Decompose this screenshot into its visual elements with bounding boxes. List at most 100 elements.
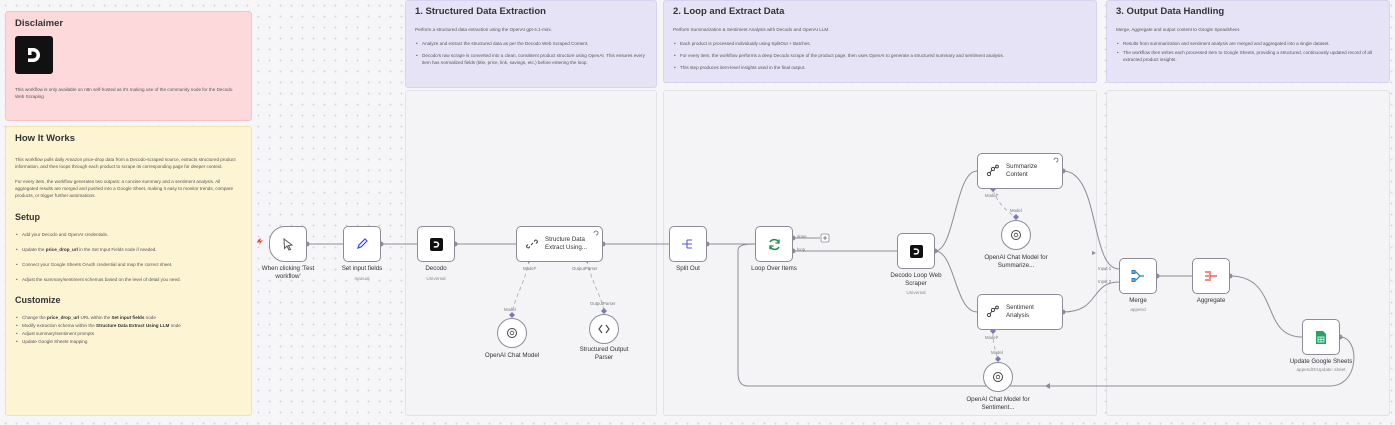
decodo-label: Decodo <box>425 265 447 272</box>
openai-main-label: OpenAI Chat Model <box>484 352 540 359</box>
refresh-icon <box>1053 157 1059 163</box>
section3-note[interactable]: 3. Output Data Handling Merge, Aggregate… <box>1106 0 1390 83</box>
section3-area <box>1106 90 1390 416</box>
wire-decodo-summarize <box>934 170 978 252</box>
sheets-node[interactable] <box>1302 319 1340 355</box>
openai-sentiment-node[interactable] <box>983 362 1013 392</box>
disclaimer-body: This workflow is only available on n8n s… <box>15 87 233 100</box>
split-icon <box>682 239 692 249</box>
decodo-loop-label: Decodo Loop Web Scraper <box>890 272 942 287</box>
input1-port-label: Input 1 <box>1098 266 1112 271</box>
openai-summarize-port-label: Model <box>1010 208 1022 213</box>
code-brackets-icon <box>598 324 610 334</box>
output-parser-node[interactable] <box>589 314 619 344</box>
merge-node[interactable] <box>1119 258 1157 294</box>
list-item: Adjust the summary/sentiment schemas bas… <box>15 276 242 283</box>
aggregate-label: Aggregate <box>1196 297 1226 304</box>
section1-intro: Perform a structured data extraction usi… <box>415 27 552 32</box>
list-item: Adjust summary/sentiment prompts <box>15 330 242 337</box>
loop-label: Loop Over Items <box>751 265 797 272</box>
summarize-label: Summarize Content <box>1006 163 1038 178</box>
wire-arrow <box>1045 383 1050 389</box>
port-diamond <box>1013 214 1019 220</box>
decodo-icon <box>909 244 923 258</box>
section3-intro: Merge, Aggregate and output content to G… <box>1116 27 1241 32</box>
section2-title: 2. Loop and Extract Data <box>673 6 785 17</box>
decodo-node[interactable] <box>417 226 455 262</box>
wire-summarize-merge <box>1062 170 1120 270</box>
output-parser-label: Structured Output Parser <box>579 346 629 361</box>
section1-note[interactable]: 1. Structured Data Extraction Perform a … <box>405 0 657 88</box>
wire-decodo-sentiment <box>934 250 978 313</box>
list-item: Update the price_drop_url in the Set Inp… <box>15 246 242 253</box>
list-item: Modify extraction schema within the Stru… <box>15 322 242 329</box>
summarize-node[interactable]: Summarize Content <box>977 153 1063 189</box>
refresh-icon <box>593 230 599 236</box>
split-out-node[interactable] <box>669 226 707 262</box>
list-item: Change the price_drop_url URL within the… <box>15 314 242 321</box>
sheets-label: Update Google Sheets <box>1289 358 1353 365</box>
list-item: Analyze and extract the structured data … <box>415 40 647 47</box>
merge-label: Merge <box>1129 297 1147 304</box>
lightning-icon <box>257 238 263 245</box>
port-diamond <box>601 308 607 314</box>
done-port-label: done <box>797 234 807 239</box>
input2-port-label: Input 2 <box>1098 279 1112 284</box>
wire-aggregate-sheets <box>1229 275 1303 338</box>
tree-nodes-icon <box>986 164 999 177</box>
how-it-works-title: How It Works <box>15 133 75 144</box>
port-diamond <box>995 356 1001 362</box>
decodo-loop-sub: Universal <box>906 290 926 295</box>
google-sheets-icon <box>1316 330 1326 344</box>
wire-arrow <box>1092 251 1096 255</box>
list-item: Connect your Google Sheets OAuth credent… <box>15 261 242 268</box>
openai-summarize-node[interactable] <box>1001 220 1031 250</box>
openai-sentiment-port-label: Model <box>991 350 1003 355</box>
summarize-model-port-label: Model* <box>985 193 999 198</box>
sheets-sub: appendOrUpdate: sheet <box>1296 367 1346 372</box>
loop-port-label: loop <box>797 247 806 252</box>
aggregate-node[interactable] <box>1192 258 1230 294</box>
section2-note[interactable]: 2. Loop and Extract Data Perform Summari… <box>663 0 1097 83</box>
openai-icon <box>993 372 1003 382</box>
pencil-icon <box>357 238 368 249</box>
port-diamond <box>509 312 515 318</box>
parser-port-label: OutputParser <box>572 266 598 271</box>
set-input-label: Set input fields <box>341 265 383 272</box>
customize-title: Customize <box>15 294 61 305</box>
structure-node[interactable]: Structure Data Extract Using... <box>516 226 603 262</box>
split-out-label: Split Out <box>676 265 700 272</box>
output-parser-port-label: OutputParser <box>590 301 616 306</box>
wire-sheets-loop-back <box>737 243 1355 387</box>
list-item: This step produces item-level insights u… <box>673 64 1087 71</box>
how-it-works-note[interactable]: How It Works This workflow pulls daily A… <box>5 126 252 416</box>
link-chain-icon <box>525 239 539 249</box>
merge-sub: append <box>1130 307 1146 312</box>
aggregate-icon <box>1205 271 1217 281</box>
openai-summarize-label: OpenAI Chat Model for Summarize... <box>984 254 1048 269</box>
decodo-logo <box>15 36 53 74</box>
section2-area <box>663 90 1097 416</box>
section3-title: 3. Output Data Handling <box>1116 6 1225 17</box>
list-item: The workflow then writes each processed … <box>1116 49 1380 63</box>
setup-list: Add your Decodo and OpenAI credentials. … <box>15 231 242 284</box>
set-input-node[interactable] <box>343 226 381 262</box>
list-item: Decodo's raw scrape is converted into a … <box>415 52 647 66</box>
decodo-loop-node[interactable] <box>897 233 935 269</box>
wire-sentiment-merge <box>1062 281 1120 313</box>
disclaimer-title: Disclaimer <box>15 18 64 29</box>
how-it-works-para2: For every item, the workflow generates t… <box>15 179 234 199</box>
openai-main-port-label: Model <box>504 307 516 312</box>
loop-node[interactable] <box>755 226 793 262</box>
openai-main-node[interactable] <box>497 318 527 348</box>
openai-sentiment-label: OpenAI Chat Model for Sentiment... <box>966 396 1030 411</box>
set-input-sub: manual <box>354 276 370 281</box>
disclaimer-note[interactable]: Disclaimer This workflow is only availab… <box>5 11 252 121</box>
structure-label: Structure Data Extract Using... <box>545 236 587 251</box>
setup-title: Setup <box>15 211 41 222</box>
section2-list: Each product is processed individually u… <box>673 40 1087 71</box>
cursor-icon <box>283 237 294 251</box>
trigger-node[interactable] <box>269 226 307 262</box>
sentiment-node[interactable]: Sentiment Analysis <box>977 294 1063 330</box>
